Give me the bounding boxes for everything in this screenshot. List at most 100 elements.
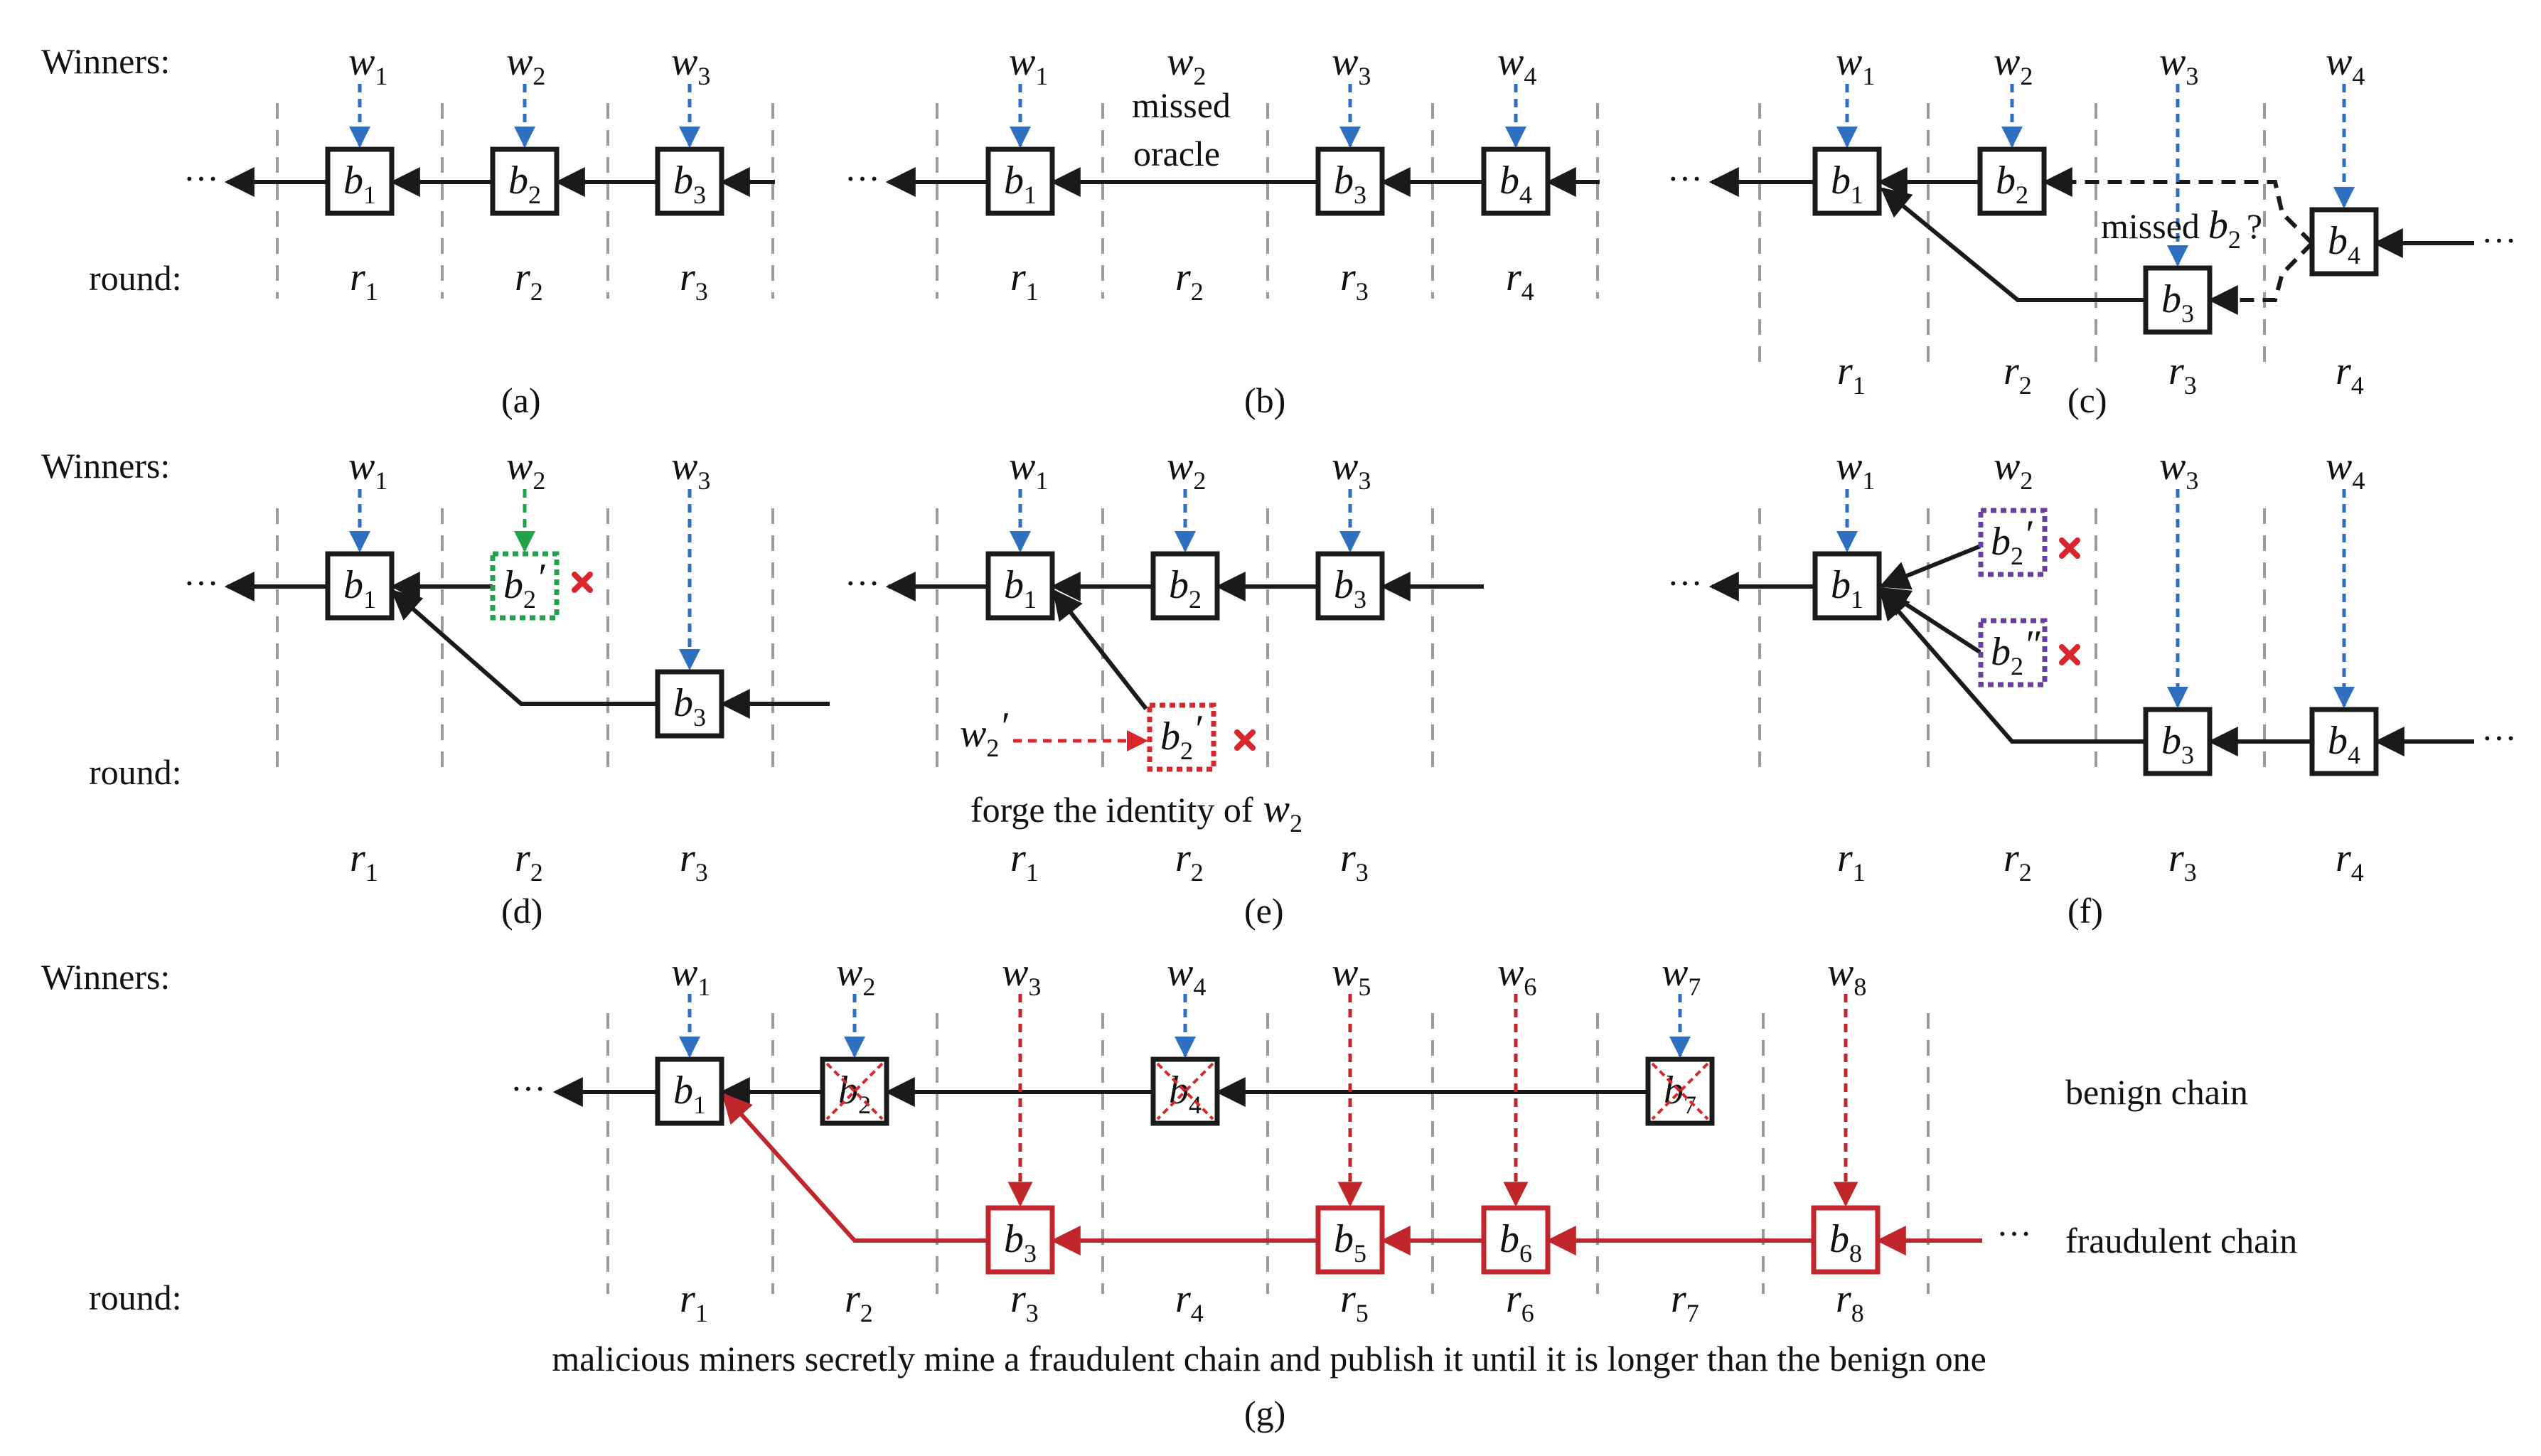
block-b4 xyxy=(2309,707,2379,776)
block-b3 xyxy=(2143,265,2213,335)
round-r3-label: r3 xyxy=(680,255,708,306)
block-b3-label: b3 xyxy=(1334,563,1366,614)
block-b2-double-prime-equivocation xyxy=(1978,618,2048,687)
panel-e: ··· b1 b2 b3 b2′ w2′ forge the iden xyxy=(845,444,1484,931)
block-b3-label: b3 xyxy=(673,681,706,732)
round-r5-label: r5 xyxy=(1340,1277,1369,1327)
uncertain-parent-arrow-b2 xyxy=(2042,167,2314,245)
block-b4 xyxy=(2309,207,2379,277)
winner-w3-label: w3 xyxy=(671,40,710,90)
ellipsis: ··· xyxy=(2481,718,2517,758)
block-b3 xyxy=(1315,551,1385,621)
round-r3-label: r3 xyxy=(1010,1277,1039,1327)
caption-c: (c) xyxy=(2067,380,2107,420)
block-b3-label: b3 xyxy=(2161,277,2194,328)
ellipsis: ··· xyxy=(845,159,880,198)
block-b2 xyxy=(1150,551,1220,621)
block-b1 xyxy=(1812,551,1882,621)
cross-icon xyxy=(1234,729,1256,751)
winner-w1-label: w1 xyxy=(1009,40,1048,90)
round-r3-label: r3 xyxy=(1340,836,1369,887)
round-r2-label: r2 xyxy=(515,255,543,306)
chain-link-arrow xyxy=(1880,187,2146,302)
ellipsis: ··· xyxy=(1667,159,1703,198)
cross-icon xyxy=(572,572,593,593)
missed-oracle-text-2: oracle xyxy=(1133,134,1220,173)
block-b3 xyxy=(655,669,724,739)
winner-w3-label: w3 xyxy=(2159,444,2198,495)
block-b2-prime-forged xyxy=(1147,702,1216,772)
winner-w2-label: w2 xyxy=(506,40,545,90)
uncertain-parent-arrow-b3 xyxy=(2208,241,2314,315)
winner-w2-label: w2 xyxy=(836,951,875,1001)
block-b1-label: b1 xyxy=(1004,563,1037,614)
fraud-block-b8-label: b8 xyxy=(1829,1217,1862,1268)
round-r2-label: r2 xyxy=(2004,349,2032,400)
winner-w3-label: w3 xyxy=(671,444,710,495)
round-r3-label: r3 xyxy=(1340,255,1369,306)
round-r3-label: r3 xyxy=(2168,349,2197,400)
round-label-row1: round: xyxy=(89,258,182,298)
winner-w2-label: w2 xyxy=(1167,444,1206,495)
round-r2-label: r2 xyxy=(1175,255,1204,306)
fraud-chain-link-arrow xyxy=(722,1092,988,1243)
fraud-block-b3-label: b3 xyxy=(1004,1217,1037,1268)
block-b1-label: b1 xyxy=(343,159,376,209)
round-label-row3: round: xyxy=(89,1278,182,1317)
missed-oracle-text-1: missed xyxy=(1132,85,1231,125)
winner-w1-label: w1 xyxy=(1009,444,1048,495)
ellipsis: ··· xyxy=(510,1069,546,1108)
cross-icon xyxy=(2059,644,2080,665)
fraud-block-b5 xyxy=(1315,1205,1385,1275)
panel-b: ··· b1 b3 b4 w1 w2 w3 w4 missed oracle r… xyxy=(845,40,1600,420)
chain-link-arrow xyxy=(1879,544,1982,590)
round-r1-label: r1 xyxy=(1837,349,1866,400)
block-b1 xyxy=(325,146,395,216)
winner-w1-label: w1 xyxy=(671,951,710,1001)
ellipsis: ··· xyxy=(845,563,880,603)
block-b3-label: b3 xyxy=(2161,719,2194,769)
ellipsis: ··· xyxy=(1996,1214,2032,1253)
block-b3 xyxy=(2143,707,2213,776)
winner-w4-label: w4 xyxy=(2326,40,2365,90)
round-r1-label: r1 xyxy=(1837,836,1866,887)
forged-winner-w2-prime-label: w2′ xyxy=(960,705,1008,762)
chain-link-arrow xyxy=(1879,587,1982,655)
round-r1-label: r1 xyxy=(350,836,378,887)
fraud-block-b3 xyxy=(985,1205,1055,1275)
round-r2-label: r2 xyxy=(2004,836,2032,887)
invalidated-cross-icon xyxy=(1156,1062,1214,1120)
caption-g: (g) xyxy=(1244,1393,1285,1433)
caption-b: (b) xyxy=(1244,380,1285,420)
chain-link-arrow xyxy=(1052,589,1148,710)
block-b3-label: b3 xyxy=(1334,159,1366,209)
chain-link-arrow xyxy=(390,589,658,706)
block-b1 xyxy=(1812,146,1882,216)
panel-d: ··· b1 b2′ b3 w1 w2 w3 r1 r2 r3 (d) xyxy=(183,444,830,931)
round-r2-label: r2 xyxy=(845,1277,873,1327)
block-b1 xyxy=(985,551,1055,621)
winner-w2-label: w2 xyxy=(1994,40,2033,90)
winner-w2-label: w2 xyxy=(506,444,545,495)
winner-w4-label: w4 xyxy=(1497,40,1536,90)
panel-c: ··· ··· b1 b2 b3 b4 w1 w2 w3 w4 xyxy=(1667,40,2517,420)
block-b1 xyxy=(655,1056,724,1126)
block-b2 xyxy=(1977,146,2047,216)
winner-w3-label: w3 xyxy=(2159,40,2198,90)
block-b1 xyxy=(985,146,1055,216)
block-b1-label: b1 xyxy=(673,1069,706,1119)
panel-a: ··· b1 b2 b3 w1 w2 w3 r1 r2 r3 (a) xyxy=(183,40,775,420)
round-r4-label: r4 xyxy=(1506,255,1534,306)
invalidated-cross-icon xyxy=(825,1062,884,1120)
winner-w4-label: w4 xyxy=(1167,951,1206,1001)
block-b1-label: b1 xyxy=(1831,159,1863,209)
block-b3 xyxy=(1315,146,1385,216)
cross-icon xyxy=(2059,537,2080,559)
panel-g: ··· ··· xyxy=(510,951,2297,1433)
winner-w3-label: w3 xyxy=(1332,40,1371,90)
block-b1-label: b1 xyxy=(343,563,376,614)
winner-w3-label: w3 xyxy=(1002,951,1041,1001)
round-label-row2: round: xyxy=(89,752,182,792)
